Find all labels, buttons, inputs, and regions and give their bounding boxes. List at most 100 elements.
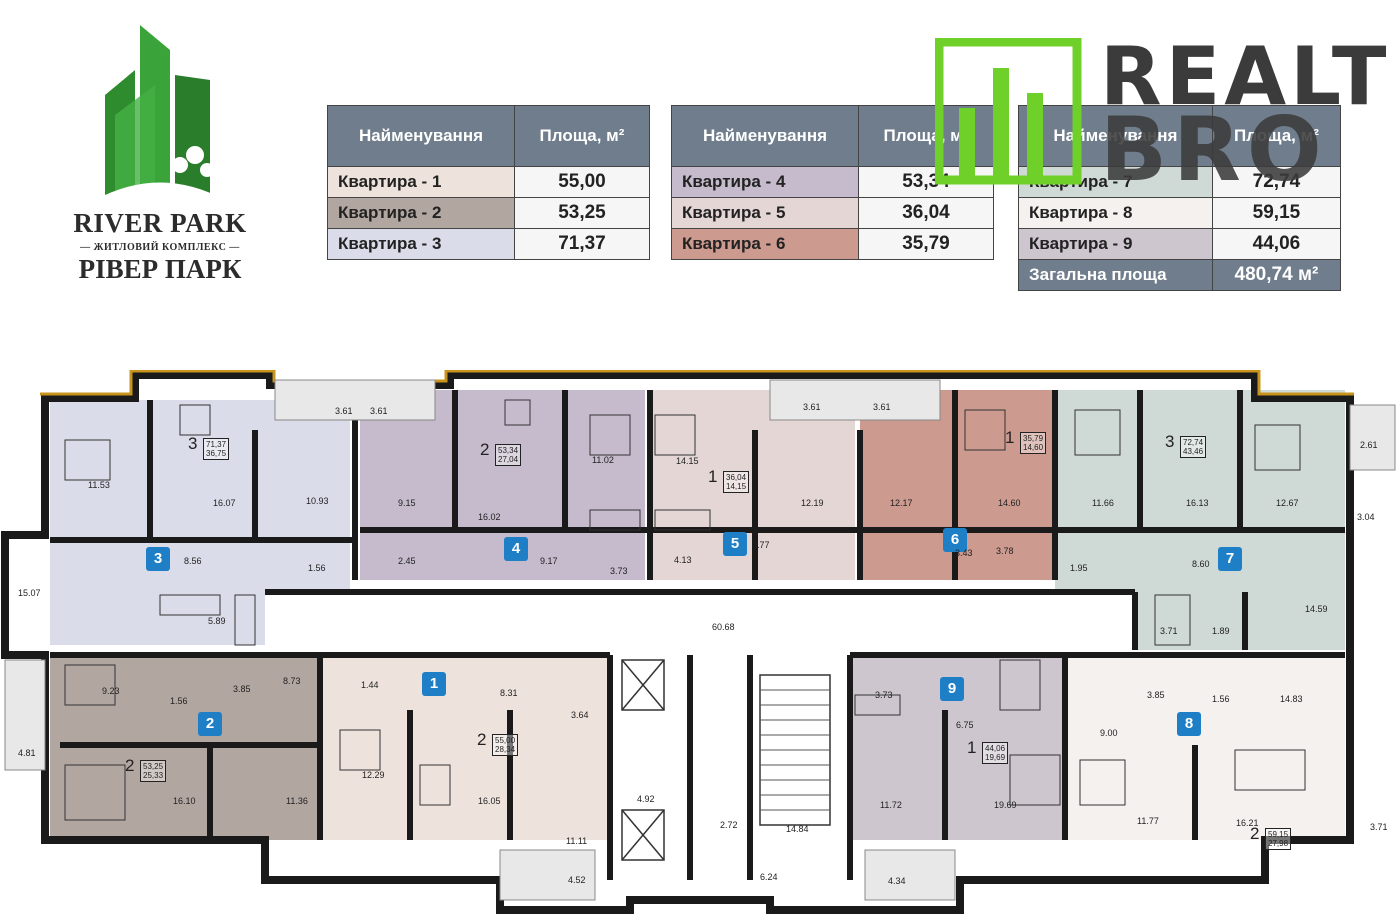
room-area: 3.71 — [1370, 822, 1388, 832]
living-area-label: 25,33 — [143, 771, 164, 780]
room-area: 14.83 — [1280, 694, 1303, 704]
room-area: 4.92 — [637, 794, 655, 804]
total-area-label: 36,04 — [726, 473, 747, 482]
corridor-fill — [265, 595, 1135, 655]
room-area: 3.71 — [1160, 626, 1178, 636]
total-area: 480,74 м² — [1211, 259, 1342, 291]
apt-badge-2[interactable]: 2 — [198, 712, 222, 736]
apt-badge-3[interactable]: 3 — [146, 547, 170, 571]
apt-badge-8[interactable]: 8 — [1177, 712, 1201, 736]
room-area: 3.61 — [370, 406, 388, 416]
room-area: 1.56 — [170, 696, 188, 706]
room-area: 3.73 — [875, 690, 893, 700]
apartment-area: 55,00 — [513, 166, 651, 198]
room-area: 4.34 — [888, 876, 906, 886]
room-area: 14.59 — [1305, 604, 1328, 614]
room-count: 3 — [188, 434, 198, 453]
room-area: 11.36 — [286, 796, 308, 806]
room-area: 1.56 — [308, 563, 326, 573]
apartment-area: 36,04 — [857, 197, 995, 229]
room-area: 1.95 — [1070, 563, 1088, 573]
room-area: 3.85 — [233, 684, 251, 694]
room-area: 3.77 — [752, 540, 770, 550]
apartment-area: 44,06 — [1211, 228, 1342, 260]
floor-plan-drawing — [1, 370, 1396, 914]
room-area: 14.60 — [998, 498, 1021, 508]
room-area: 3.85 — [1147, 690, 1165, 700]
apt-badge-7[interactable]: 7 — [1218, 547, 1242, 571]
room-area: 12.19 — [801, 498, 824, 508]
table-header-cell: Площа, м² — [513, 105, 651, 167]
apartment-name: Квартира - 6 — [671, 228, 859, 260]
apartment-area: 35,79 — [857, 228, 995, 260]
apt-badge-9[interactable]: 9 — [940, 677, 964, 701]
apt-badge-1[interactable]: 1 — [422, 672, 446, 696]
room-area: 4.13 — [674, 555, 692, 565]
apt-badge-5[interactable]: 5 — [723, 532, 747, 556]
room-area: 3.64 — [571, 710, 589, 720]
logo-name-ua: РІВЕР ПАРК — [78, 254, 242, 284]
room-area: 8.73 — [283, 676, 301, 686]
apt-badge-4[interactable]: 4 — [504, 537, 528, 561]
watermark-word-realt: REALT — [1100, 30, 1391, 123]
living-area-label: 19,69 — [985, 753, 1006, 762]
living-area-label: 36,75 — [206, 449, 227, 458]
total-label: Загальна площа — [1018, 259, 1213, 291]
room-area: 6.24 — [760, 872, 778, 882]
room-area: 3.61 — [873, 402, 891, 412]
watermark-logo-icon — [935, 38, 1082, 185]
room-area: 15.07 — [18, 588, 41, 598]
room-area: 16.02 — [478, 512, 501, 522]
room-area: 6.75 — [956, 720, 974, 730]
room-area: 3.04 — [1357, 512, 1375, 522]
river-park-logo: RIVER PARK — ЖИТЛОВИЙ КОМПЛЕКС — РІВЕР П… — [55, 10, 265, 284]
apartment-area: 71,37 — [513, 228, 651, 260]
apt8-fill — [1065, 655, 1345, 840]
logo-subtitle: — ЖИТЛОВИЙ КОМПЛЕКС — — [80, 242, 240, 253]
room-area: 5.89 — [208, 616, 226, 626]
room-area: 16.13 — [1186, 498, 1209, 508]
room-area: 3.78 — [996, 546, 1014, 556]
realtbro-watermark: REALT BRO — [935, 30, 1386, 201]
apt4-fill — [360, 390, 645, 580]
living-area-label: 14,60 — [1023, 443, 1044, 452]
room-count: 3 — [1165, 432, 1175, 451]
room-area: 14.84 — [786, 824, 809, 834]
room-area: 12.17 — [890, 498, 913, 508]
room-area: 1.89 — [1212, 626, 1230, 636]
apartment-area: 53,25 — [513, 197, 651, 229]
room-area: 2.45 — [398, 556, 416, 566]
apartment-name: Квартира - 9 — [1018, 228, 1213, 260]
room-area: 9.23 — [102, 686, 120, 696]
room-area: 11.66 — [1092, 498, 1114, 508]
apt-badge-6[interactable]: 6 — [943, 528, 967, 552]
apartment-area: 72,74 — [1211, 166, 1342, 198]
room-area: 8.56 — [184, 556, 202, 566]
total-area-label: 59,15 — [1268, 830, 1289, 839]
table-header-cell: Найменування — [671, 105, 859, 167]
room-area: 1.56 — [1212, 694, 1230, 704]
room-area: 11.11 — [566, 836, 588, 846]
room-count: 2 — [480, 440, 490, 459]
room-area: 11.77 — [1137, 816, 1159, 826]
room-area: 11.02 — [592, 455, 614, 465]
room-area: 4.52 — [568, 875, 586, 885]
room-count: 1 — [1005, 428, 1015, 447]
